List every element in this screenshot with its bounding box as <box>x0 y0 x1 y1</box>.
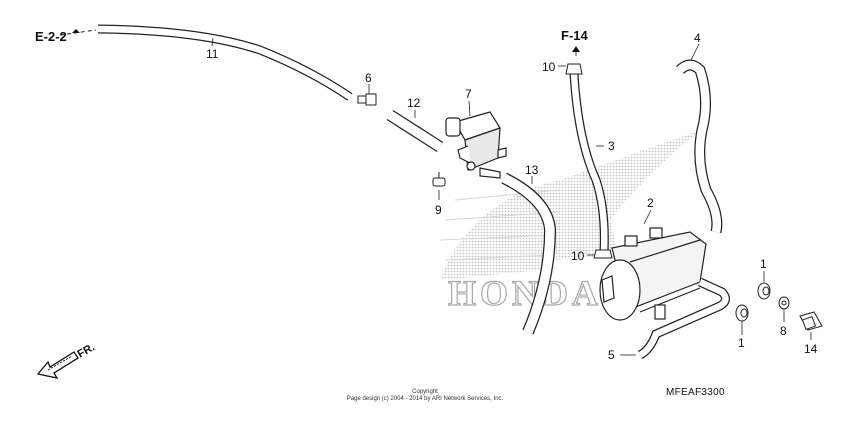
label-2: 2 <box>647 196 654 210</box>
label-14: 14 <box>804 342 818 356</box>
front-label: FR. <box>76 341 97 360</box>
label-13: 13 <box>525 163 539 177</box>
leader-lines <box>211 37 812 356</box>
front-direction-indicator: FR. <box>36 341 97 379</box>
label-10-top: 10 <box>542 60 556 74</box>
tube-13 <box>501 172 557 335</box>
ref-e-2-2: E-2-2 <box>35 29 67 44</box>
tube-4 <box>676 59 723 234</box>
honda-watermark-text: HONDA <box>448 273 602 313</box>
arrow-left-icon <box>72 29 80 33</box>
label-10-bottom: 10 <box>571 249 585 263</box>
front-arrow-icon <box>36 351 79 379</box>
tube-5 <box>637 277 730 360</box>
label-5: 5 <box>608 348 615 362</box>
label-7: 7 <box>465 87 472 101</box>
canister-2 <box>599 227 707 321</box>
label-1-upper: 1 <box>760 257 767 271</box>
clip-10-top <box>565 63 583 75</box>
label-4: 4 <box>694 31 701 45</box>
solenoid-valve-7 <box>445 111 507 179</box>
label-1-lower: 1 <box>738 336 745 350</box>
page-design-line: Page design (c) 2004 - 2014 by ARI Netwo… <box>346 396 504 402</box>
bolt-9 <box>432 172 446 187</box>
grommet-1-lower <box>735 304 749 322</box>
copyright-line: Copyright <box>412 389 438 395</box>
diagram-code: MFEAF3300 <box>666 387 725 398</box>
tube-3 <box>569 73 609 253</box>
tube-12 <box>386 109 444 153</box>
label-8: 8 <box>780 324 787 338</box>
ref-f-14: F-14 <box>561 28 589 43</box>
label-12: 12 <box>407 96 421 110</box>
clip-10-bottom <box>593 249 613 259</box>
label-3: 3 <box>608 139 615 153</box>
label-9: 9 <box>435 203 442 217</box>
honda-wing-watermark: HONDA <box>439 130 700 314</box>
connector-6 <box>357 93 377 106</box>
bolt-14 <box>799 311 823 331</box>
grommet-1-upper <box>757 282 771 300</box>
collar-8 <box>778 296 790 310</box>
label-6: 6 <box>365 71 372 85</box>
arrow-up-icon <box>572 46 580 52</box>
tube-11 <box>59 24 353 101</box>
copyright-footer: Copyright Page design (c) 2004 - 2014 by… <box>0 389 850 403</box>
label-11: 11 <box>206 47 219 61</box>
